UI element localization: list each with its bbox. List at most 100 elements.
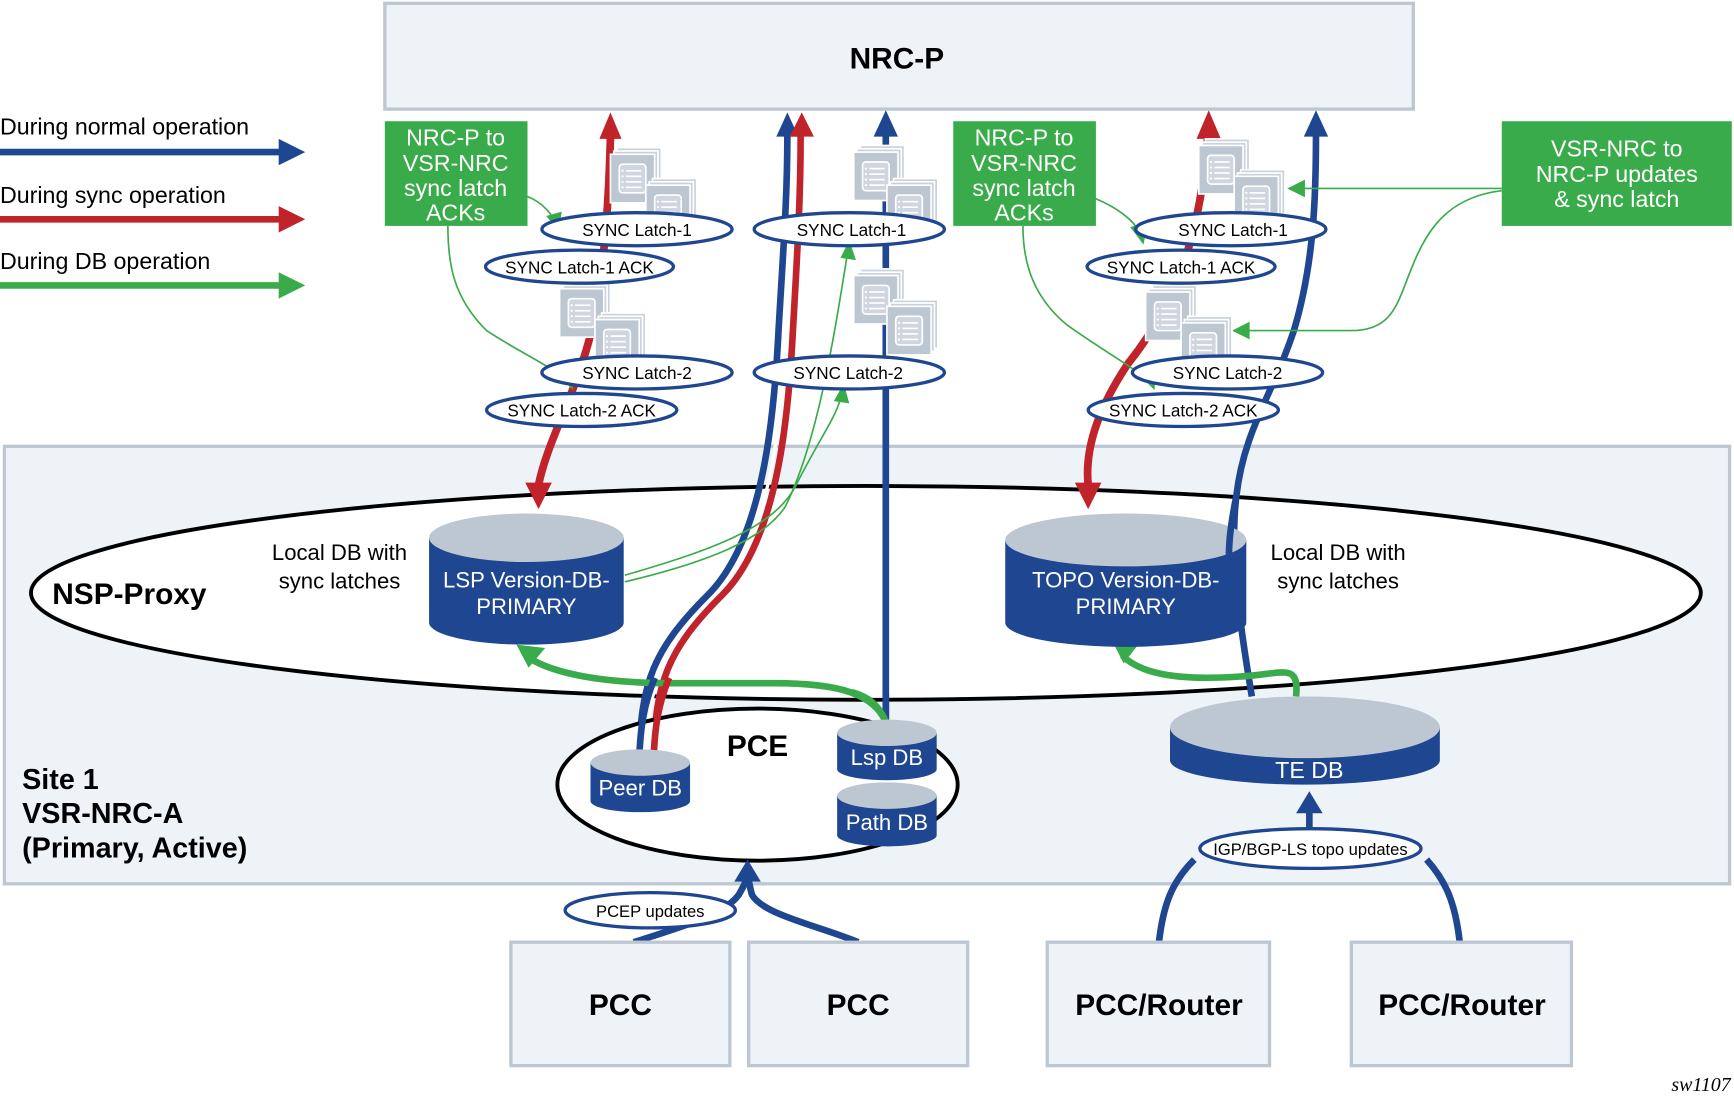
svg-text:ACKs: ACKs <box>994 199 1053 225</box>
left-ack-callout: NRC-P to VSR-NRC sync latch ACKs <box>384 121 528 226</box>
te-db-update-flow <box>1120 653 1300 697</box>
peer-db-label: Peer DB <box>599 776 683 801</box>
left-local-db-note-line2: sync latches <box>279 569 401 594</box>
lsp-version-db-label-line2: PRIMARY <box>476 594 577 619</box>
right-updates-to-doc2-flow <box>1247 189 1502 332</box>
svg-text:VSR-NRC: VSR-NRC <box>971 150 1077 176</box>
left-latch2-ack: SYNC Latch-2 ACK <box>484 391 679 429</box>
svg-text:SYNC Latch-2 ACK: SYNC Latch-2 ACK <box>1109 402 1258 421</box>
svg-text:SYNC Latch-1: SYNC Latch-1 <box>1178 221 1288 240</box>
legend-normal-arrowhead <box>278 138 306 166</box>
device-label: PCC <box>589 989 652 1022</box>
te-db-label: TE DB <box>1275 757 1343 783</box>
svg-text:SYNC Latch-2: SYNC Latch-2 <box>582 364 692 383</box>
lsp-db-to-latch2-arrowhead <box>833 383 850 404</box>
peer-sync-up-arrowhead <box>789 112 814 137</box>
te-normal-up-arrowhead <box>1303 110 1329 137</box>
site-label-line1: Site 1 <box>22 764 99 796</box>
lsp-db-update-arrowhead <box>516 644 546 668</box>
pce-feed-arrowhead <box>734 859 761 882</box>
te-normal-flow-overlay <box>1225 495 1240 574</box>
svg-text:VSR-NRC to: VSR-NRC to <box>1551 136 1683 162</box>
device-pcc-router-1: PCC/Router <box>1045 940 1272 1068</box>
legend-db-label: During DB operation <box>0 248 210 274</box>
svg-text:PCEP updates: PCEP updates <box>596 902 704 921</box>
svg-text:SYNC Latch-1 ACK: SYNC Latch-1 ACK <box>1107 258 1256 277</box>
middle-latch1: SYNC Latch-1 <box>752 211 947 248</box>
nsp-proxy-label: NSP-Proxy <box>52 578 207 611</box>
igp-updates-label: IGP/BGP-LS topo updates <box>1198 827 1423 871</box>
pce-label: PCE <box>727 730 788 763</box>
right-local-db-note-line2: sync latches <box>1277 569 1399 594</box>
right-sync-down-arrowhead <box>1074 482 1102 510</box>
legend: During normal operation During sync oper… <box>0 113 306 299</box>
nrc-p-label: NRC-P <box>850 42 945 75</box>
left-ack-to-latch2-flow <box>447 225 568 382</box>
svg-text:SYNC Latch-1: SYNC Latch-1 <box>797 221 907 240</box>
device-label: PCC/Router <box>1075 989 1243 1022</box>
svg-text:sync latch: sync latch <box>404 175 507 201</box>
right-latch1: SYNC Latch-1 <box>1134 211 1328 248</box>
device-label: PCC <box>827 989 890 1022</box>
te-db: TE DB <box>1170 696 1440 785</box>
svg-text:SYNC Latch-1: SYNC Latch-1 <box>582 221 692 240</box>
site-label-line2: VSR-NRC-A <box>22 798 183 830</box>
svg-text:sync latch: sync latch <box>972 175 1075 201</box>
device-label: PCC/Router <box>1378 989 1546 1022</box>
svg-text:SYNC Latch-2: SYNC Latch-2 <box>1173 364 1283 383</box>
svg-text:SYNC Latch-1 ACK: SYNC Latch-1 ACK <box>505 258 654 277</box>
svg-text:ACKs: ACKs <box>426 199 485 225</box>
topo-version-db-label-line1: TOPO Version-DB- <box>1032 567 1220 592</box>
topo-version-db-label-line2: PRIMARY <box>1076 594 1177 619</box>
site-label-line3: (Primary, Active) <box>22 832 247 864</box>
middle-latch2: SYNC Latch-2 <box>752 354 947 391</box>
svg-text:SYNC Latch-2: SYNC Latch-2 <box>793 364 903 383</box>
right-latch1-ack: SYNC Latch-1 ACK <box>1085 248 1277 285</box>
left-sync-up-arrowhead <box>599 112 622 139</box>
right-latch2: SYNC Latch-2 <box>1130 354 1325 391</box>
svg-text:NRC-P to: NRC-P to <box>406 125 505 151</box>
router1-flow <box>1155 857 1197 943</box>
svg-text:SYNC Latch-2 ACK: SYNC Latch-2 ACK <box>507 402 656 421</box>
legend-sync-label: During sync operation <box>0 182 226 208</box>
right-local-db-note-line1: Local DB with <box>1271 540 1406 565</box>
left-latch1-ack: SYNC Latch-1 ACK <box>483 248 676 285</box>
svg-text:VSR-NRC: VSR-NRC <box>403 150 509 176</box>
right-updates-callout: VSR-NRC to NRC-P updates & sync latch <box>1501 121 1732 226</box>
left-sync-down-arrowhead <box>525 482 552 510</box>
svg-text:IGP/BGP-LS topo updates: IGP/BGP-LS topo updates <box>1213 840 1407 859</box>
document-stack-icon <box>886 298 939 356</box>
lsp-db: Lsp DB <box>837 719 937 781</box>
lsp-version-db-label-line1: LSP Version-DB- <box>443 567 610 592</box>
lsp-db-to-latch1-arrowhead <box>840 240 856 261</box>
lsp-db-to-latch2-flow <box>624 398 842 577</box>
path-db-label: Path DB <box>846 810 928 835</box>
lsp-version-db: LSP Version-DB- PRIMARY <box>429 513 624 645</box>
path-db: Path DB <box>837 782 937 847</box>
peer-db: Peer DB <box>590 749 691 813</box>
right-updates-to-doc2-arrowhead <box>1231 321 1250 340</box>
mid-ack-callout: NRC-P to VSR-NRC sync latch ACKs <box>953 121 1096 226</box>
lsp-normal-up-arrowhead <box>873 110 898 137</box>
pcep-updates-label: PCEP updates <box>563 890 738 930</box>
left-latch1: SYNC Latch-1 <box>540 211 734 248</box>
right-sync-up-arrowhead <box>1196 110 1221 139</box>
lsp-db-label: Lsp DB <box>851 745 923 770</box>
figure-id: sw1107 <box>1671 1074 1731 1096</box>
device-pcc-router-2: PCC/Router <box>1349 940 1574 1068</box>
device-pcc-2: PCC <box>747 940 970 1068</box>
site-label: Site 1 VSR-NRC-A (Primary, Active) <box>22 764 247 864</box>
lsp-db-update-flow-overlay <box>850 688 889 724</box>
router2-flow <box>1424 857 1464 943</box>
right-updates-to-doc1-arrowhead <box>1287 179 1305 198</box>
left-local-db-note-line1: Local DB with <box>272 540 407 565</box>
legend-sync-arrowhead <box>278 206 306 233</box>
left-latch2: SYNC Latch-2 <box>540 354 734 391</box>
svg-text:NRC-P updates: NRC-P updates <box>1536 161 1698 187</box>
topo-version-db: TOPO Version-DB- PRIMARY <box>1005 513 1247 647</box>
svg-text:& sync latch: & sync latch <box>1554 186 1679 212</box>
device-pcc-1: PCC <box>509 940 732 1068</box>
te-feed-arrowhead <box>1296 791 1323 814</box>
right-latch2-ack: SYNC Latch-2 ACK <box>1086 391 1281 429</box>
